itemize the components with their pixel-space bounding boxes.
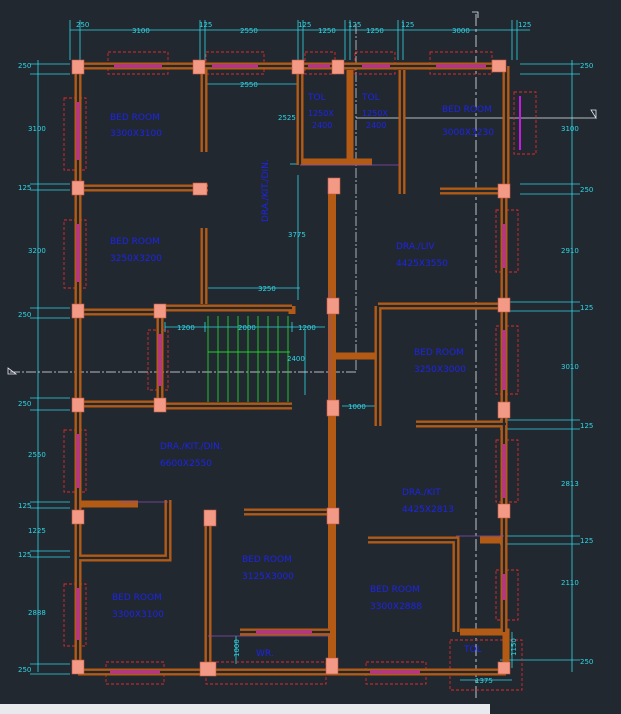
door-lines [120,164,504,637]
top-dim-9: 125 [401,21,414,29]
room-size-3b: 2400 [366,121,386,130]
room-name-2: TOL [307,93,326,103]
right-dim-2: 3100 [561,125,579,133]
right-dim-9: 125 [580,537,593,545]
room-name-12: BED ROOM [370,585,420,595]
top-dim-10: 3000 [452,27,470,35]
room-size-4: 3000X3230 [442,128,494,138]
room-name-8: BED ROOM [414,348,464,358]
left-dim-4: 3200 [28,247,46,255]
right-dim-6: 3010 [561,363,579,371]
top-dim-1: 250 [76,21,89,29]
right-dim-7: 125 [580,422,593,430]
top-dim-3: 125 [199,21,212,29]
room-name-11: BED ROOM [242,555,292,565]
top-dimension-labels: 250 3100 125 2550 125 1250 125 1250 125 … [76,21,531,35]
left-dimension-labels: 250 3100 125 3200 250 250 2550 125 1225 … [18,62,46,674]
room-name-6: BED ROOM [110,237,160,247]
inner-dim-12: 1150 [510,638,518,656]
inner-dim-8: 2400 [287,355,305,363]
inner-dimension-labels: 2550 2525 3775 3250 1200 2000 1200 2400 … [177,81,518,685]
staircase [207,316,290,402]
inner-dim-1: 2550 [240,81,258,89]
left-dim-2: 3100 [28,125,46,133]
room-size-6: 3250X3200 [110,254,162,264]
top-dim-2: 3100 [132,27,150,35]
room-size-2a: 1250X [308,109,334,118]
right-dim-10: 2110 [561,579,579,587]
room-name-5: DRA./KIT./DIN. [261,159,271,222]
top-dim-5: 125 [298,21,311,29]
room-name-10: DRA./KIT [402,488,441,498]
right-dim-3: 250 [580,186,593,194]
inner-dim-7: 1200 [298,324,316,332]
top-dim-4: 2550 [240,27,258,35]
status-bar [0,704,490,714]
columns [71,59,511,677]
room-name-14: WR. [256,649,274,659]
inner-dim-11: 1375 [475,677,493,685]
room-size-10: 4425X2813 [402,505,454,515]
left-dim-5: 250 [18,311,31,319]
room-name-4: BED ROOM [442,105,492,115]
room-name-1: BED ROOM [110,113,160,123]
inner-dim-3: 3775 [288,231,306,239]
left-dim-12: 250 [18,666,31,674]
left-dim-9: 1225 [28,527,46,535]
room-size-11: 3125X3000 [242,572,294,582]
inner-dim-4: 3250 [258,285,276,293]
left-dim-8: 125 [18,502,31,510]
inner-dim-9: 1000 [348,403,366,411]
left-dim-6: 250 [18,400,31,408]
inner-dim-5: 1200 [177,324,195,332]
left-dim-10: 125 [18,551,31,559]
right-dim-4: 2910 [561,247,579,255]
room-size-13: 3300X3100 [112,610,164,620]
top-dim-6: 1250 [318,27,336,35]
right-dimension-labels: 250 3100 250 2910 125 3010 125 2813 125 … [561,62,593,666]
room-size-2b: 2400 [312,121,332,130]
right-dim-1: 250 [580,62,593,70]
room-size-7: 4425X3550 [396,259,448,269]
room-name-7: DRA./LIV [396,242,435,252]
room-size-8: 3250X3000 [414,365,466,375]
room-size-1: 3300X3100 [110,129,162,139]
windows [77,65,521,673]
top-dim-7: 125 [348,21,361,29]
left-dim-7: 2550 [28,451,46,459]
dimension-lines [7,11,597,700]
left-dim-11: 2888 [28,609,46,617]
room-size-9: 6600X2550 [160,459,212,469]
inner-dim-10: 1000 [233,639,241,657]
inner-dim-2: 2525 [278,114,296,122]
room-name-13: BED ROOM [112,593,162,603]
room-name-15: TOL [463,645,482,655]
left-dim-1: 250 [18,62,31,70]
inner-dim-6: 2000 [238,324,256,332]
room-labels: BED ROOM 3300X3100 TOL 1250X 2400 TOL 12… [110,93,494,659]
left-dim-3: 125 [18,184,31,192]
room-size-3a: 1250X [362,109,388,118]
right-dim-11: 250 [580,658,593,666]
room-name-3: TOL [361,93,380,103]
right-dim-5: 125 [580,304,593,312]
room-name-9: DRA./KIT./DIN. [160,442,223,452]
room-size-12: 3300X2888 [370,602,422,612]
top-dim-8: 1250 [366,27,384,35]
right-dim-8: 2813 [561,480,579,488]
top-dim-11: 125 [518,21,531,29]
